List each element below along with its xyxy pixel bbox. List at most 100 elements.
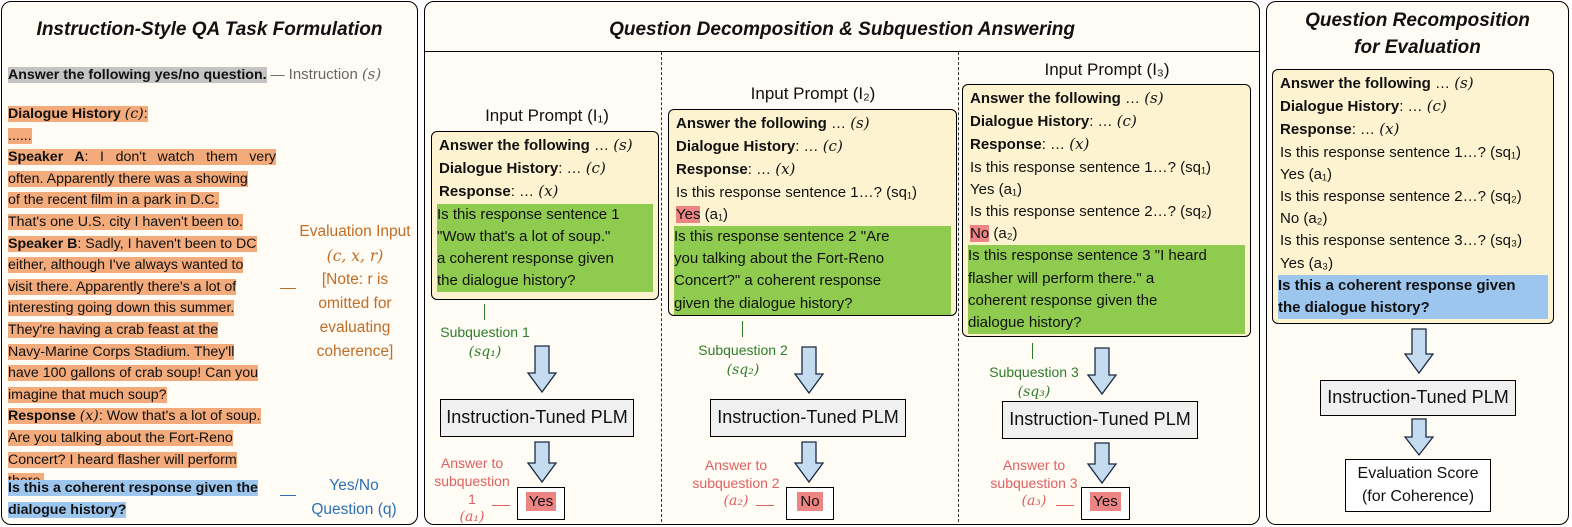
ans1-connector: [492, 505, 510, 506]
p1-green-2: a coherent response given: [437, 250, 614, 268]
answer-1-text: Yes: [525, 492, 557, 511]
p3-green-1: flasher will perform there." a: [968, 269, 1155, 287]
sub2-label-1: (sq₂): [726, 362, 760, 378]
speaker-b-text-7: imagine that much soup?: [8, 386, 167, 403]
rp-item-4: Is this response sentence 3…? (sq₃): [1280, 232, 1523, 250]
ans3-label-1: subquestion 3: [990, 475, 1078, 491]
dialogue-history-colon: :: [143, 106, 148, 122]
eval-label-3: omitted for: [318, 295, 392, 312]
response-text-2: Concert? I heard flasher will perform: [8, 451, 237, 468]
p1-green-0: Is this response sentence 1: [437, 205, 620, 223]
p2-a1-sym: (a₁): [704, 205, 729, 223]
instruction-symbol: (s): [361, 65, 382, 83]
speaker-b-text-4: They're having a crab feast at the: [8, 321, 219, 338]
ans1-label-0: Answer to: [440, 455, 504, 471]
prompt-box-1: Answer the following … (s) Dialogue Hist…: [431, 131, 659, 300]
p3-line-dh: Dialogue History: [970, 113, 1090, 131]
title-divider: [425, 51, 1259, 52]
column-divider-2: [958, 52, 959, 522]
answer-box-3: Yes: [1081, 487, 1130, 520]
p3-green-3: dialogue history?: [968, 314, 1082, 332]
answer-box-1: Yes: [517, 487, 565, 520]
ans2-label-2: (a₂): [723, 493, 749, 509]
q-label-0: Yes/No: [329, 477, 379, 494]
rp-question: Is this a coherent response given the di…: [1278, 274, 1548, 320]
response-symbol: (x): [79, 408, 99, 425]
p1-green-1: "Wow that's a lot of soup.": [437, 227, 611, 245]
p3-green-0: Is this response sentence 3 "I heard: [968, 247, 1207, 265]
p3-a1-word: Yes: [970, 180, 995, 198]
sub2-tick: [742, 321, 743, 337]
rp-item-2: Is this response sentence 2…? (sq₂): [1280, 188, 1522, 206]
prompt-label-1: Input Prompt (I₁): [485, 106, 609, 125]
ans2-label-0: Answer to: [704, 457, 768, 473]
score-line-1: (for Coherence): [1361, 488, 1475, 505]
down-arrow-icon: [1403, 328, 1435, 375]
p3-a1-row: Yes (a₁): [970, 179, 1243, 201]
speaker-a-label: Speaker A: [8, 149, 85, 166]
p3-line-instr: Answer the following: [970, 90, 1121, 107]
answer-2-text: No: [797, 492, 823, 511]
sub2-label-0: Subquestion 2: [698, 342, 788, 358]
p3-sym-c: (c): [1116, 112, 1137, 131]
p3-sym-x: (x): [1069, 135, 1090, 154]
rp-line-dh: Dialogue History: [1280, 98, 1400, 116]
plm-box-final: Instruction-Tuned PLM: [1320, 380, 1516, 416]
plm-box-1: Instruction-Tuned PLM: [440, 399, 634, 437]
p1-line-dh: Dialogue History: [439, 160, 559, 178]
sub3-tick: [1032, 343, 1033, 359]
rp-item-0: Is this response sentence 1…? (sq₁): [1280, 143, 1522, 161]
rp-item-3: No (a₂): [1280, 210, 1328, 228]
response-label: Response: [8, 408, 76, 425]
prompt-box-3: Answer the following … (s) Dialogue Hist…: [962, 84, 1251, 337]
p3-green-2: coherent response given the: [968, 291, 1158, 309]
instruction-text: Answer the following yes/no question.: [8, 67, 267, 83]
p2-green-1: you talking about the Fort-Reno: [674, 250, 885, 268]
p2-green-0: Is this response sentence 2 "Are: [674, 228, 890, 246]
ans3-connector: [1056, 505, 1074, 506]
p2-sq1: Is this response sentence 1…? (sq₁): [676, 183, 918, 201]
rp-question-1: the dialogue history?: [1278, 299, 1430, 317]
rp-question-0: Is this a coherent response given: [1278, 276, 1516, 294]
eval-label-1: (c, x, r): [326, 247, 384, 265]
p2-sym-c: (c): [822, 137, 843, 156]
down-arrow-icon: [1086, 347, 1118, 396]
ans1-label-1: subquestion 1: [434, 473, 510, 507]
recomposition-title-0: Question Recomposition: [1305, 10, 1530, 31]
p3-sym-s: (s): [1144, 89, 1164, 107]
speaker-b-label: Speaker B: [8, 235, 78, 252]
plm-box-2: Instruction-Tuned PLM: [710, 399, 906, 437]
down-arrow-icon: [793, 346, 825, 395]
p2-line-resp: Response: [676, 161, 748, 179]
speaker-b-text-2: visit there. Apparently there's a lot of: [8, 278, 237, 295]
p1-line-resp: Response: [439, 183, 511, 201]
down-arrow-icon: [1086, 442, 1118, 485]
sub1-label-1: (sq₁): [468, 344, 502, 360]
dialogue-ellipsis: ......: [8, 127, 32, 144]
instruction-label-dash: —: [270, 67, 289, 83]
question-line-0: Is this a coherent response given the: [8, 480, 258, 496]
evaluation-score-box: Evaluation Score (for Coherence): [1345, 459, 1491, 512]
dialogue-history-label: Dialogue History: [8, 106, 121, 122]
task-formulation-title: Instruction-Style QA Task Formulation: [36, 19, 383, 40]
rp-line-instr: Answer the following: [1280, 75, 1431, 92]
p2-line-instr: Answer the following: [676, 115, 827, 132]
plm-box-3: Instruction-Tuned PLM: [1002, 401, 1198, 439]
dialogue-history-heading: Dialogue History (c):: [8, 104, 276, 126]
instruction-label: Instruction: [288, 66, 358, 83]
question-label: Yes/No Question (q): [292, 474, 416, 522]
speaker-b-text-5: Navy-Marine Corps Stadium. They'll: [8, 343, 235, 360]
down-arrow-icon: [793, 441, 825, 484]
prompt-box-2: Answer the following … (s) Dialogue Hist…: [668, 109, 957, 316]
p2-sym-x: (x): [775, 160, 796, 179]
ans3-label-2: (a₃): [1021, 493, 1047, 509]
p3-subquestion: Is this response sentence 3 "I heard fla…: [968, 245, 1245, 335]
rp-line-resp: Response: [1280, 121, 1352, 139]
prompt-label-3: Input Prompt (I₃): [1044, 60, 1170, 79]
speaker-a-text-3: That's one U.S. city I haven't been to.: [8, 213, 243, 230]
p3-a2-sym: (a₂): [993, 225, 1018, 243]
p1-line-instr: Answer the following: [439, 137, 590, 154]
p2-green-2: Concert?" a coherent response: [674, 272, 882, 290]
ans3-label-0: Answer to: [1002, 457, 1066, 473]
column-divider-1: [661, 52, 662, 522]
